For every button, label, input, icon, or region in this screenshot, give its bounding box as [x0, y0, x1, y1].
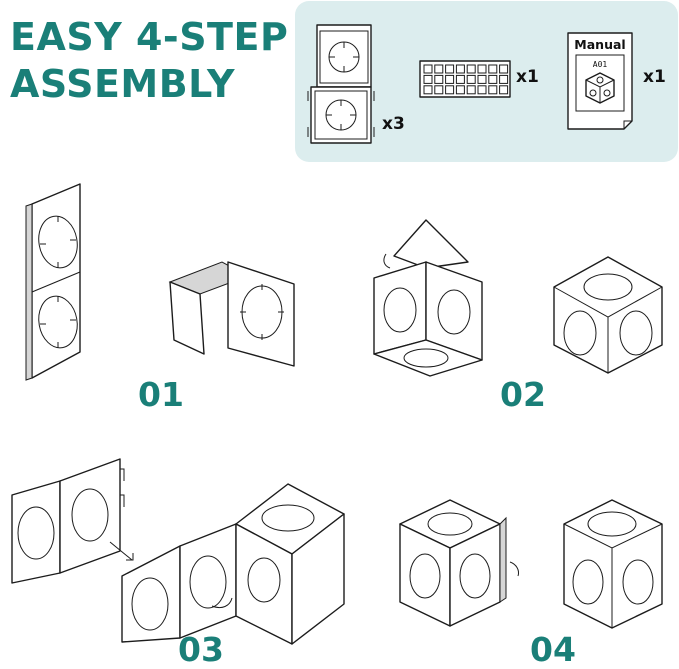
- connector-cell: [488, 64, 498, 74]
- connector-cell: [477, 64, 487, 74]
- connector-cell: [466, 64, 476, 74]
- connector-cell: [477, 85, 487, 95]
- manual-code: A01: [593, 60, 608, 69]
- connector-cell: [445, 74, 455, 84]
- connector-cell: [477, 74, 487, 84]
- connector-cell: [445, 64, 455, 74]
- connector-cell: [488, 74, 498, 84]
- connector-cell: [434, 85, 444, 95]
- panel-quantity: x3: [382, 114, 405, 134]
- parts-panel: x3 x1 Manual A01 x1: [295, 1, 678, 162]
- manual-illustration: Manual A01: [567, 32, 633, 130]
- connector-cell: [423, 64, 433, 74]
- step-03-number: 03: [178, 630, 224, 669]
- panel-sheet-illustration: [307, 24, 375, 144]
- step-01-number: 01: [138, 375, 184, 414]
- connector-cell: [499, 85, 509, 95]
- title-line-1: EASY 4-STEP: [10, 15, 289, 59]
- manual-label: Manual: [574, 37, 625, 52]
- connector-cell: [488, 85, 498, 95]
- connector-cell: [466, 74, 476, 84]
- page-title: EASY 4-STEP ASSEMBLY: [10, 14, 288, 108]
- step-01-folding-sheet: [168, 261, 295, 367]
- connector-cell: [466, 85, 476, 95]
- step-03-arrow: [109, 541, 134, 561]
- connector-cell: [499, 64, 509, 74]
- step-04-cube: [563, 499, 663, 629]
- connector-cell: [423, 85, 433, 95]
- connector-cell: [455, 85, 465, 95]
- step-03-assembly: [121, 483, 345, 645]
- step-01-flat-sheet: [25, 183, 81, 381]
- connector-quantity: x1: [516, 67, 539, 87]
- step-03-panel-pair: [11, 458, 125, 584]
- step-02-cube: [553, 256, 663, 374]
- connector-cell: [455, 74, 465, 84]
- step-02-open-cube: [373, 219, 483, 377]
- connector-cell: [423, 74, 433, 84]
- step-04-closing-cube: [399, 499, 519, 627]
- title-line-2: ASSEMBLY: [10, 62, 235, 106]
- manual-quantity: x1: [643, 67, 666, 87]
- connector-strip-illustration: [419, 60, 511, 98]
- connector-cell: [434, 64, 444, 74]
- connector-cell: [445, 85, 455, 95]
- step-02-number: 02: [500, 375, 546, 414]
- connector-cell: [499, 74, 509, 84]
- connector-cell: [455, 64, 465, 74]
- connector-cell: [434, 74, 444, 84]
- step-04-number: 04: [530, 630, 576, 669]
